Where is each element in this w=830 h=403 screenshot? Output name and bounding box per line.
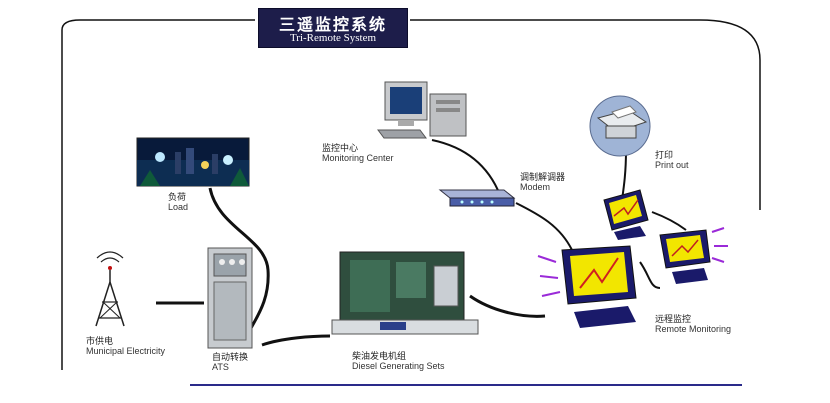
print-out-label-cn: 打印 xyxy=(655,150,674,160)
load-ats-line xyxy=(208,187,270,331)
ats-label-cn: 自动转换 xyxy=(212,352,249,362)
remote-monitor-main-icon xyxy=(537,245,637,328)
center-modem-line xyxy=(431,139,501,196)
diesel-label-cn: 柴油发电机组 xyxy=(352,351,407,361)
transmission-tower-icon xyxy=(95,251,125,327)
title-box: 三遥监控系统 Tri-Remote System xyxy=(258,8,408,48)
printer-monitor-line xyxy=(621,149,627,201)
ats-cabinet-icon xyxy=(207,247,253,349)
load-label: 负荷 Load xyxy=(168,192,188,213)
modem-label: 调制解调器 Modem xyxy=(520,172,565,193)
monitoring-center-label-en: Monitoring Center xyxy=(322,153,394,164)
print-out-label-en: Print out xyxy=(655,160,689,171)
print-out-label: 打印 Print out xyxy=(655,150,689,171)
diesel-generating-sets-label: 柴油发电机组 Diesel Generating Sets xyxy=(352,351,445,372)
ats-label-en: ATS xyxy=(212,362,229,373)
frame-top-left-line xyxy=(61,19,255,31)
municipal-label-cn: 市供电 xyxy=(86,336,114,346)
ats-diesel-line xyxy=(261,334,331,347)
modem-icon xyxy=(438,189,516,207)
modem-label-en: Modem xyxy=(520,182,551,193)
municipal-label-en: Municipal Electricity xyxy=(86,346,166,357)
monitoring-center-label: 监控中心 Monitoring Center xyxy=(322,143,394,164)
modem-remote-line xyxy=(515,202,573,251)
load-label-cn: 负荷 xyxy=(168,192,187,202)
diesel-label-en: Diesel Generating Sets xyxy=(352,361,445,372)
printer-icon xyxy=(589,95,651,157)
load-label-en: Load xyxy=(168,202,189,213)
load-display-panel xyxy=(136,137,250,187)
remote-monitoring-label-cn: 远程监控 xyxy=(655,314,692,324)
diesel-generator-icon xyxy=(331,251,479,335)
title-chinese: 三遥监控系统 xyxy=(278,15,387,34)
municipal-electricity-label: 市供电 Municipal Electricity xyxy=(86,336,165,357)
remote-monitor-right-icon xyxy=(659,227,728,284)
monitoring-center-computer-icon xyxy=(377,81,467,139)
diesel-remote-line xyxy=(469,294,546,318)
frame-top-right-line xyxy=(410,19,761,210)
remote-monitoring-label-en: Remote Monitoring xyxy=(655,324,732,335)
monitor-cable-line xyxy=(639,261,661,289)
monitoring-center-label-cn: 监控中心 xyxy=(322,143,359,153)
monitor-monitor-line xyxy=(651,211,687,231)
title-english: Tri-Remote System xyxy=(289,32,377,44)
ats-label: 自动转换 ATS xyxy=(212,352,248,373)
remote-monitor-small-icon xyxy=(603,189,649,240)
modem-label-cn: 调制解调器 xyxy=(520,172,566,182)
remote-monitoring-label: 远程监控 Remote Monitoring xyxy=(655,314,731,335)
